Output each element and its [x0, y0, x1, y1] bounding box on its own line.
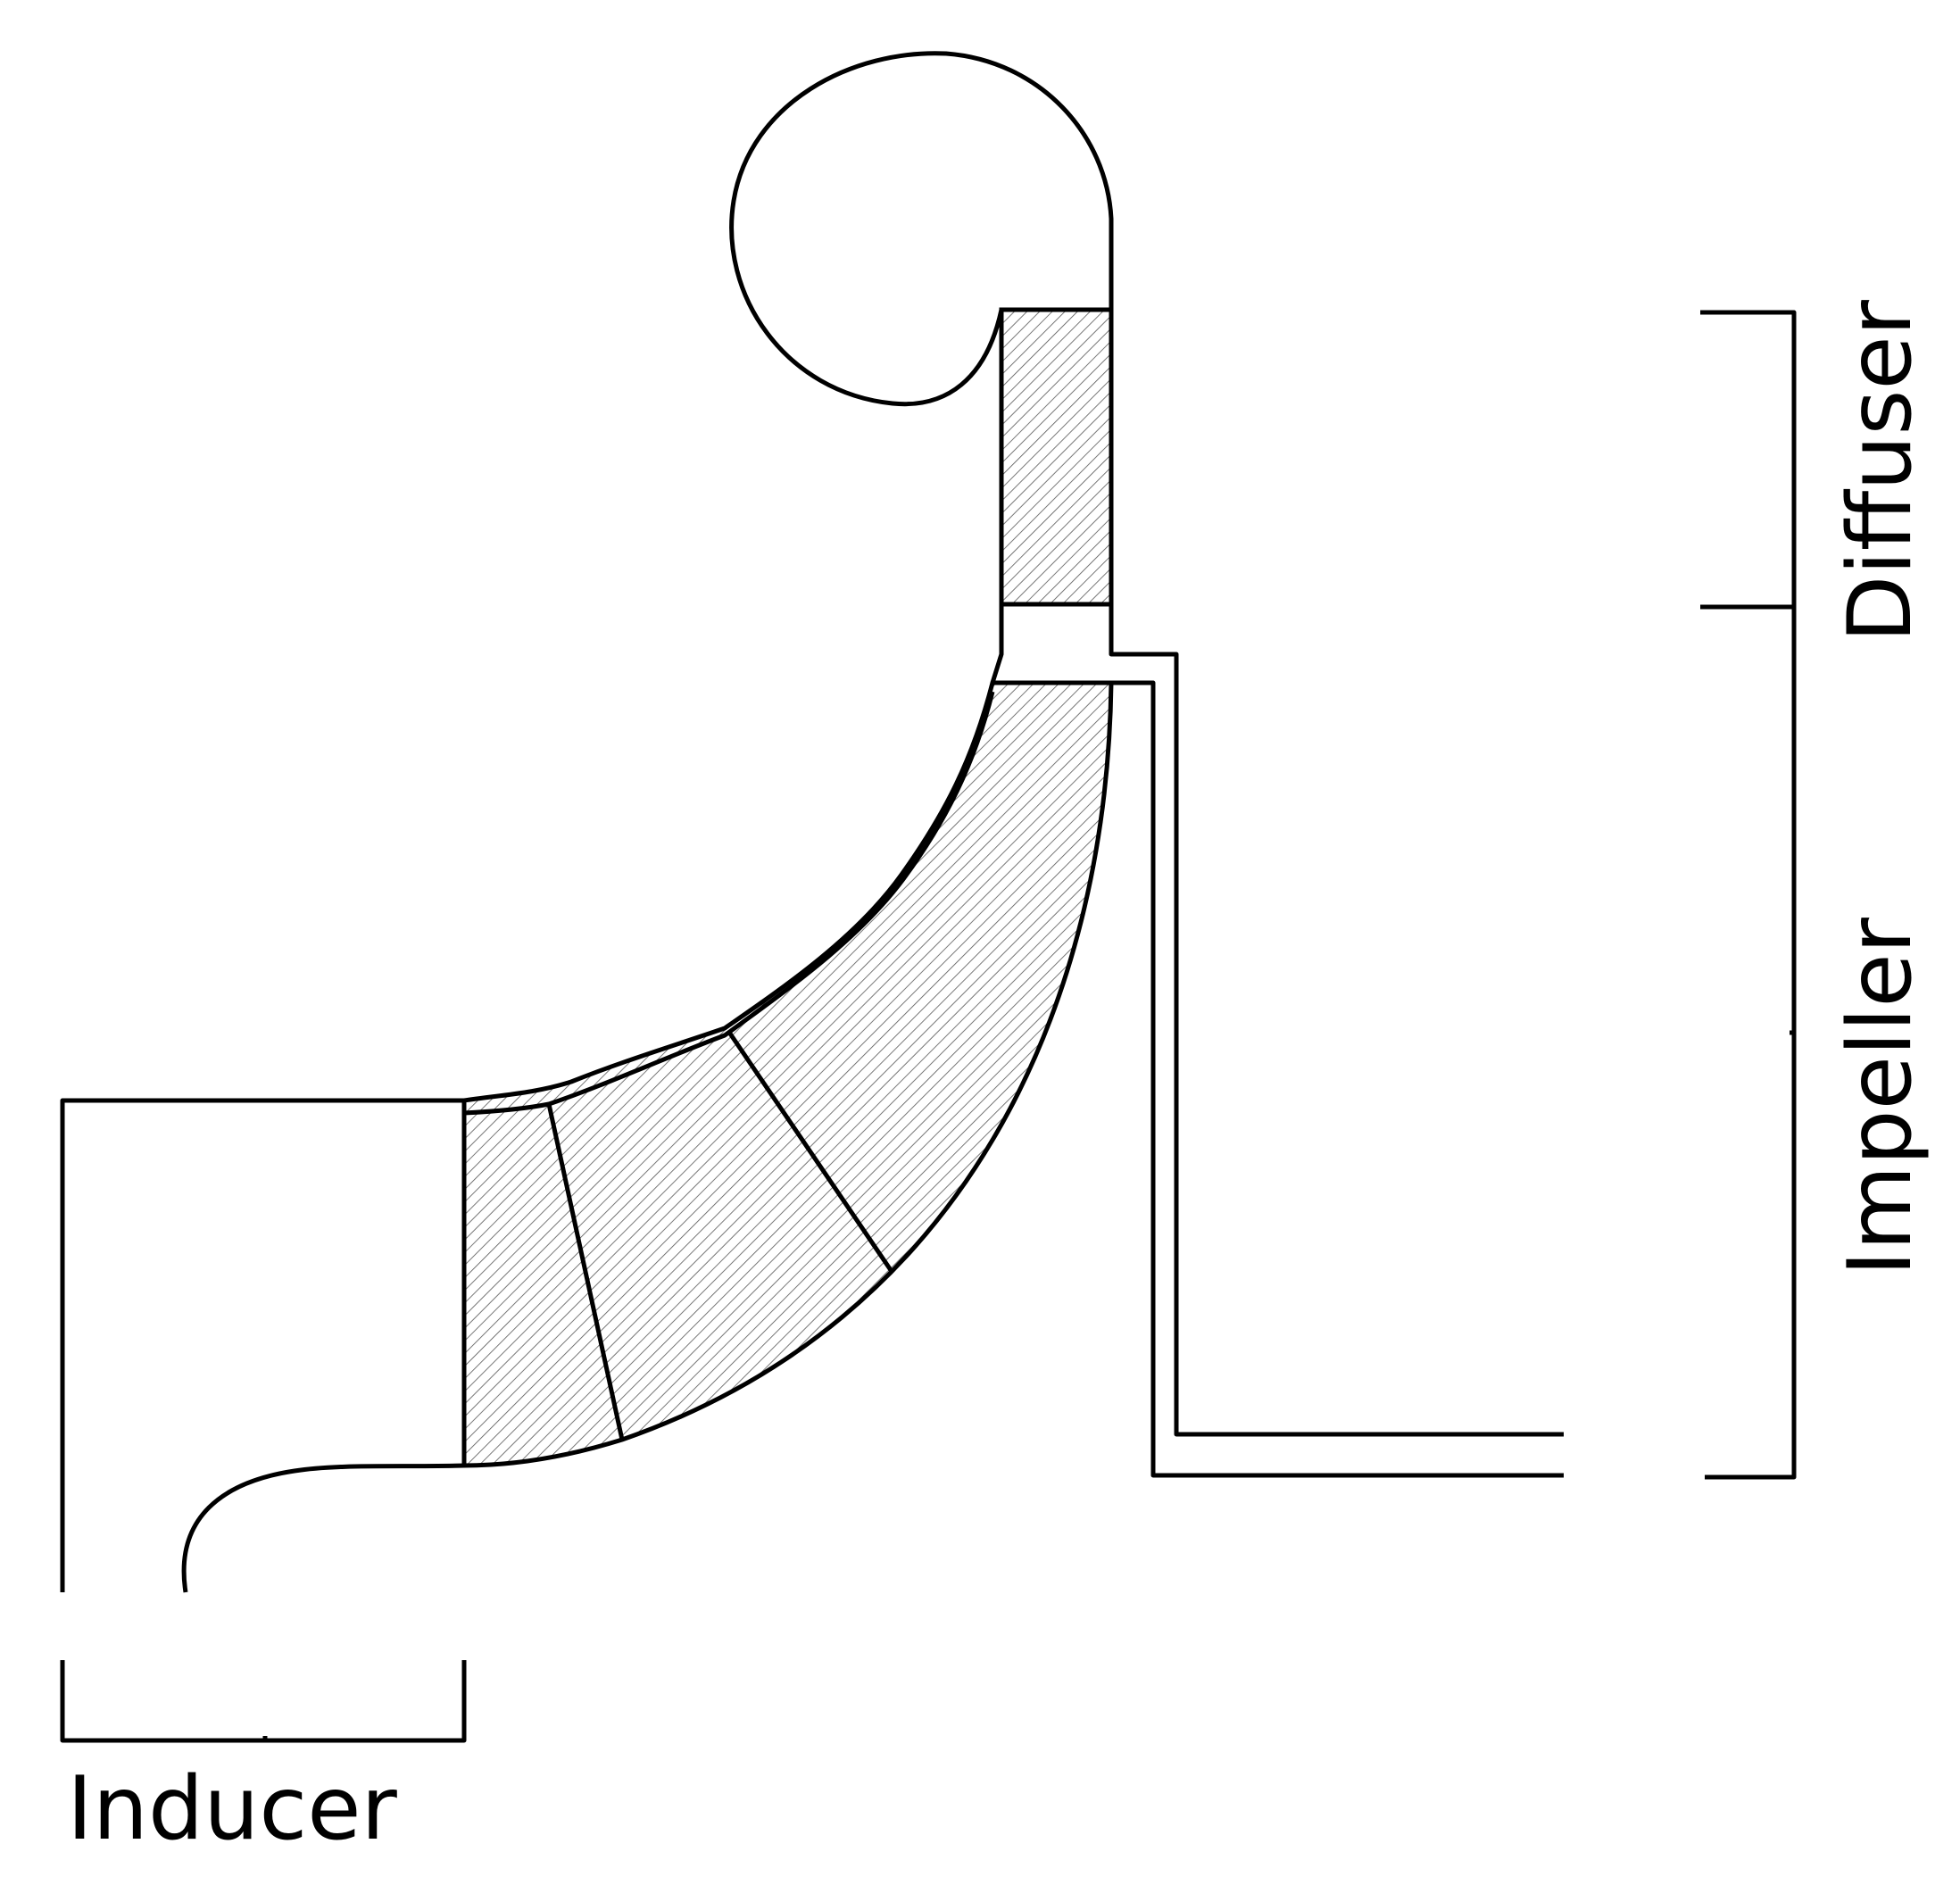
- volute-scroll: [729, 51, 1114, 407]
- inducer-label: Inducer: [67, 1758, 398, 1860]
- impeller-diffuser-bracket: [1700, 310, 1797, 1480]
- impeller-body: [461, 680, 1114, 1468]
- shaft-housing-line: [1111, 680, 1564, 1478]
- blade-line-1: [546, 1103, 625, 1441]
- back-plate-step: [1109, 604, 1564, 1437]
- vaneless-gap: [990, 604, 1004, 684]
- blade-line-2: [727, 1032, 895, 1275]
- inducer-bracket: [60, 1660, 467, 1743]
- inlet-hub-curve: [181, 1463, 465, 1593]
- diffuser-block: [999, 307, 1114, 607]
- diffuser-label: Diffuser: [1830, 299, 1931, 643]
- shroud-inner-line: [463, 691, 995, 1116]
- impeller-label: Impeller: [1830, 917, 1931, 1276]
- inlet-casing: [60, 1098, 464, 1592]
